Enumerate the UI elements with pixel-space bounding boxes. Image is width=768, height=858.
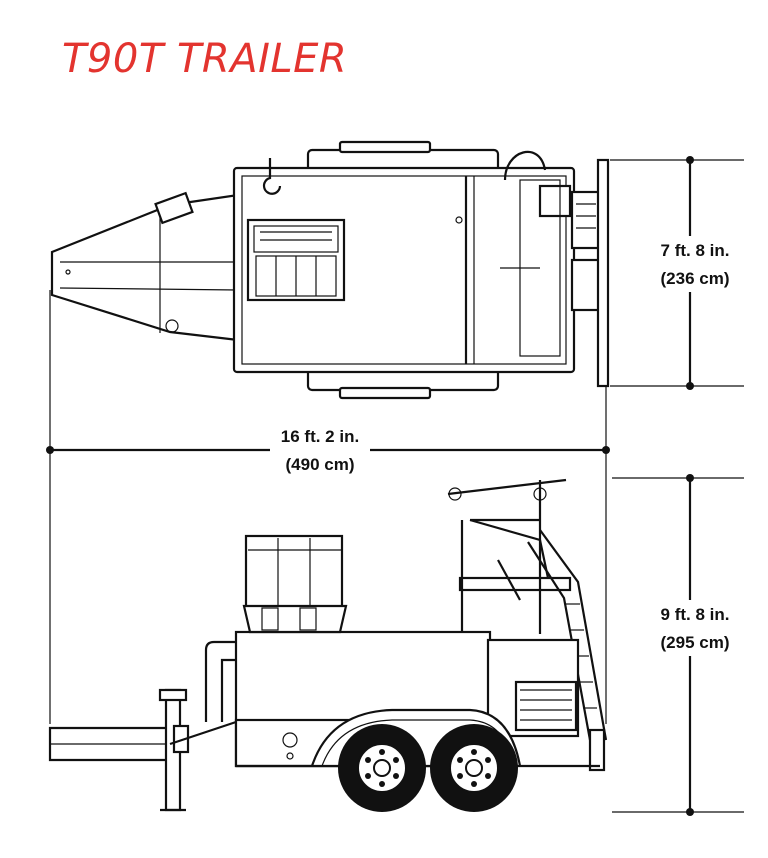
length-imperial-label: 16 ft. 2 in.	[281, 427, 359, 446]
dimension-lines	[46, 156, 744, 816]
page-title: T90T TRAILER	[62, 36, 348, 82]
rear-bumper-top	[596, 158, 610, 388]
height-imperial-label: 9 ft. 8 in.	[661, 605, 730, 624]
length-metric-label: (490 cm)	[286, 455, 355, 474]
rear-wheel	[430, 724, 518, 812]
width-metric-label: (236 cm)	[661, 269, 730, 288]
tongue-top	[50, 193, 240, 342]
front-wheel	[338, 724, 426, 812]
height-metric-label: (295 cm)	[661, 633, 730, 652]
top-view	[50, 140, 610, 400]
side-view	[48, 478, 608, 812]
hopper-side	[244, 534, 344, 610]
width-imperial-label: 7 ft. 8 in.	[661, 241, 730, 260]
